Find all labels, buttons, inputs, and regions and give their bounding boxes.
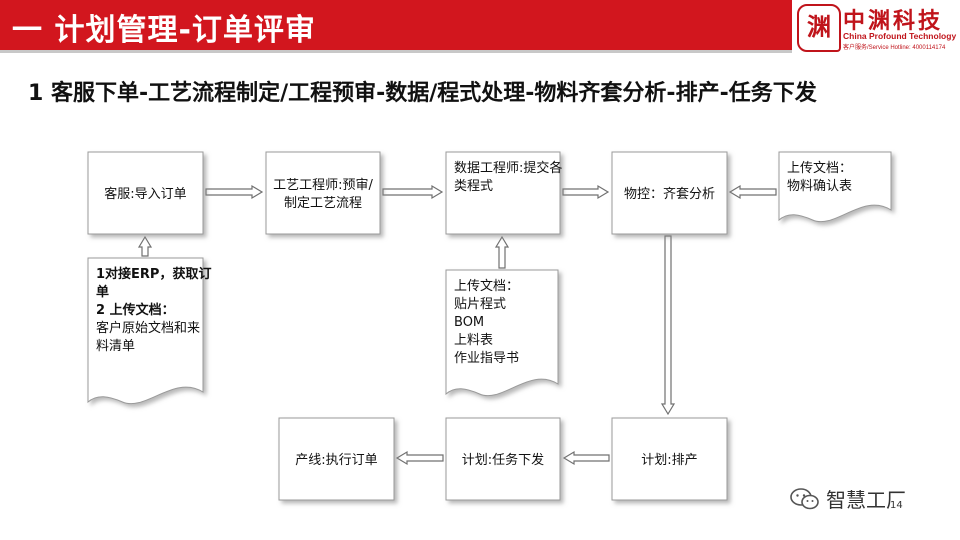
node-doc-prog-line: 作业指导书 (454, 351, 519, 366)
node-doc-erp-line: 1对接ERP，获取订 (96, 266, 211, 282)
node-dispatch-shape (445, 417, 561, 501)
node-material-shape (611, 151, 728, 235)
logo-name-cn: 中渊科技 (843, 8, 944, 34)
node-doc-erp-shape (87, 257, 204, 405)
node-execute: 产线:执行订单 (278, 417, 395, 501)
node-doc-erp-line: 单 (96, 284, 109, 300)
node-cs-line: 客服:导入订单 (104, 186, 186, 202)
node-process-shape (265, 151, 381, 235)
process-summary: 1 客服下单-工艺流程制定/工程预审-数据/程式处理-物料齐套分析-排产-任务下… (28, 81, 817, 106)
node-doc-erp-line: 客户原始文档和来 (96, 320, 200, 336)
logo-mark-icon: 渊 (797, 4, 841, 52)
arrow-dispatch-to-execute (395, 450, 444, 466)
node-doc-confirm-line: 物料确认表 (787, 179, 852, 194)
node-doc-confirm-shape (778, 151, 892, 223)
node-process: 工艺工程师:预审/制定工艺流程 (265, 151, 381, 235)
arrow-material-to-schedule (660, 235, 676, 416)
node-cs-shape (87, 151, 204, 235)
node-execute-shape (278, 417, 395, 501)
logo-name-en: China Profound Technology (843, 31, 957, 41)
title-bar: 一 计划管理-订单评审 (0, 0, 792, 50)
node-process-line: 工艺工程师:预审/ (273, 178, 373, 193)
watermark-text: 智慧工厂 (826, 488, 906, 512)
node-doc-prog-line: 贴片程式 (454, 297, 506, 312)
title-underline (0, 50, 792, 53)
node-cs: 客服:导入订单 (87, 151, 204, 235)
arrow-confirm-to-material (728, 184, 777, 200)
arrow-cs-to-process (205, 184, 264, 200)
company-logo: 渊 中渊科技 China Profound Technology 客户服务/Se… (795, 2, 957, 52)
arrow-erp-to-cs (137, 235, 153, 257)
node-dispatch-line: 计划:任务下发 (462, 452, 544, 468)
flow-nodes: 客服:导入订单工艺工程师:预审/制定工艺流程数据工程师:提交各类程式物控：齐套分… (87, 151, 892, 501)
node-doc-prog-shape (445, 269, 559, 397)
node-doc-erp-line: 料清单 (96, 339, 135, 354)
slide-title: 一 计划管理-订单评审 (12, 13, 316, 48)
logo-hotline: 客户服务/Service Hotline: 4000114174 (843, 45, 946, 51)
node-schedule: 计划:排产 (611, 417, 728, 501)
node-material-line: 物控：齐套分析 (624, 186, 715, 202)
node-data-eng-line: 数据工程师:提交各 (454, 160, 562, 176)
node-doc-confirm: 上传文档： 物料确认表 (778, 151, 892, 223)
node-process-line: 制定工艺流程 (284, 196, 362, 211)
node-material: 物控：齐套分析 (611, 151, 728, 235)
node-doc-erp-line: 2 上传文档： (96, 302, 175, 318)
arrow-process-to-data (382, 184, 444, 200)
wechat-icon (790, 488, 819, 510)
node-doc-confirm-line: 上传文档： (787, 161, 852, 176)
node-data-eng-line: 类程式 (454, 179, 493, 194)
node-doc-prog-line: BOM (454, 315, 484, 330)
node-dispatch: 计划:任务下发 (445, 417, 561, 501)
slide-header: 一 计划管理-订单评审 渊 中渊科技 China Profound Techno… (0, 0, 960, 58)
page-number: 14 (890, 500, 903, 511)
node-schedule-line: 计划:排产 (641, 453, 697, 468)
node-data-eng-shape (445, 151, 561, 235)
node-doc-prog-line: 上传文档： (454, 279, 519, 294)
node-doc-prog-line: 上料表 (454, 333, 493, 348)
flow-arrows (137, 184, 777, 466)
arrow-data-to-material (562, 184, 610, 200)
arrow-schedule-to-dispatch (562, 450, 610, 466)
node-schedule-shape (611, 417, 728, 501)
arrow-prog-to-data (494, 235, 510, 269)
node-execute-line: 产线:执行订单 (295, 453, 377, 468)
